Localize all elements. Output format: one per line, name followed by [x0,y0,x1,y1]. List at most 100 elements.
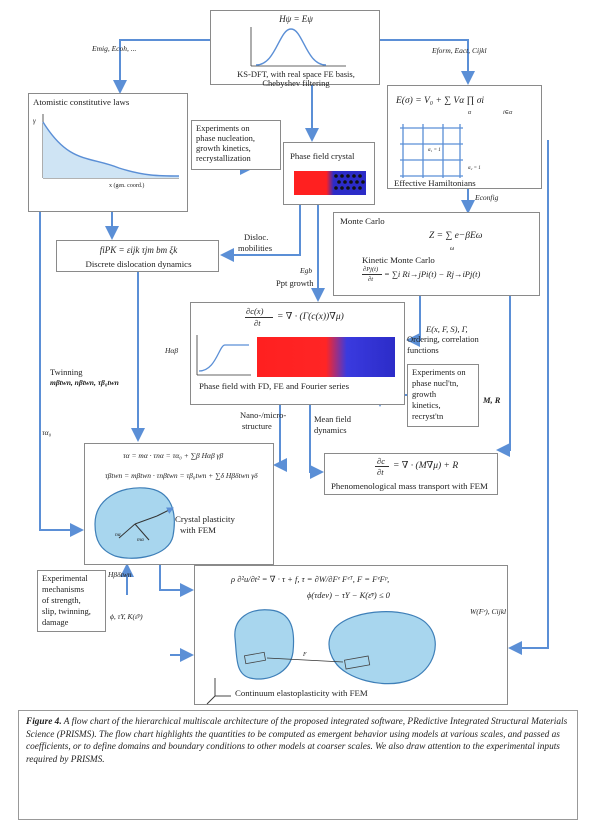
label-mean-2: dynamics [314,425,347,435]
gamma-curve-plot [42,114,180,179]
mc-equation: Z = ∑ e−βEω [429,231,483,241]
label-m-r: M, R [483,395,501,405]
cp-grain-drawing [94,487,175,559]
pf-gradient-image [257,337,395,377]
pf-lhs-bottom: ∂t [254,318,261,328]
experimental-mechanisms-box: Experimental mechanisms of strength, sli… [37,570,106,632]
exp-mech-line-4: slip, twinning, [42,606,91,616]
mass-equation: = ∇ · (M∇μ) + R [393,461,459,471]
label-e-config: Econfig [475,193,499,202]
dft-caption-2: Chebyshev filtering [262,78,330,88]
exp-phase-line-1: Experiments on [196,123,250,133]
label-twinning: Twinning [50,367,83,377]
continuum-vector-label: F [303,652,307,658]
crystal-plasticity-box: τα = mα · τnα = τα₀ + ∑β Hαβ γβ τβtwn = … [84,443,274,565]
continuum-eq-line-2: ϕ(τdev) − τY − K(ε̄ᵖ) ≤ 0 [307,590,390,600]
phase-field-crystal-box: Phase field crystal [283,142,375,205]
hamiltonian-prod-index: i∈α [503,110,513,116]
label-nano-2: structure [242,421,272,431]
kmc-lhs-bottom: ∂t [368,276,374,283]
arrow-pf-to-mass [309,405,324,479]
mc-sum-index: ω [450,246,455,252]
cp-vector-m: mα [137,537,144,543]
label-phi-tau: ϕ, τY, K(ε̄ᵖ) [110,612,143,621]
pfc-title: Phase field crystal [290,151,355,161]
continuum-box: ρ ∂²u/∂t² = ∇ · τ + f, τ = ∂W/∂Fᵉ Fᵉᵀ, F… [194,565,508,705]
arrow-pfc-to-disloc [220,205,301,262]
experiments-nucl-box: Experiments on phase nucl'tn, growth kin… [407,364,479,427]
lattice-grid [400,124,463,178]
mc-title: Monte Carlo [340,216,385,226]
cp-eq-line-1: τα = mα · τnα = τα₀ + ∑β Hαβ γβ [123,451,224,460]
exp-phase-line-2: phase nucleation, [196,133,256,143]
label-disloc-mob-1: Disloc. [244,232,269,242]
exp-nucl-line-3: growth [412,389,437,399]
cp-vector-n: nα [115,532,121,538]
mass-caption: Phenomenological mass transport with FEM [331,481,488,491]
label-tau-a0: τα₀ [42,428,52,437]
arrow-dft-to-hamiltonian [380,39,475,85]
cp-eq-line-2: τβtwn = mβtwn · τnβtwn = τβ₀twn + ∑δ Hβδ… [105,471,258,480]
kmc-title: Kinetic Monte Carlo [362,255,435,265]
atomistic-title: Atomistic constitutive laws [33,97,130,107]
label-ordering-2: Ordering, correlation [407,334,479,344]
label-e-mig: Emig, Ecoh, ... [92,44,137,53]
mass-lhs-top: ∂c [377,456,385,466]
hamiltonian-cluster-a: α₁ = 1 [428,148,441,153]
continuum-eq-line-1: ρ ∂²u/∂t² = ∇ · τ + f, τ = ∂W/∂Fᵉ Fᵉᵀ, F… [231,574,390,584]
exp-nucl-line-5: recryst'tn [412,411,444,421]
cp-caption-2: with FEM [180,525,216,535]
caption-label: Figure 4. [26,717,62,727]
phase-field-box: ∂c(x) ∂t = ∇ · (Γ(c(x))∇μ) Phase field w… [190,302,405,405]
atomistic-y-axis: γ [33,117,36,125]
exp-mech-line-2: mechanisms [42,584,85,594]
label-h-ab: Hαβ [165,346,179,355]
monte-carlo-box: Monte Carlo Z = ∑ e−βEω ω Kinetic Monte … [333,212,540,296]
disloc-caption: Discrete dislocation dynamics [85,259,192,269]
kmc-lhs-top: ∂Pj(t) [363,266,379,273]
label-ppt-growth: Ppt growth [276,278,314,288]
schrodinger-equation: Hψ = Eψ [279,14,313,24]
label-e-gb: Egb [300,266,313,275]
wavefunction-plot [250,27,346,67]
exp-mech-line-1: Experimental [42,573,88,583]
atomistic-box: Atomistic constitutive laws γ x (gen. co… [28,93,188,212]
figure-caption: Figure 4. A flow chart of the hierarchic… [18,710,578,820]
continuum-grains-drawing [206,609,436,705]
hamiltonian-caption: Effective Hamiltonians [394,178,476,188]
arrow-dft-to-atomistic [113,39,210,94]
label-disloc-mob-2: mobilities [238,243,272,253]
dft-caption-1: KS-DFT, with real space FE basis, [237,69,355,79]
arrow-atomistic-to-cp [39,123,84,537]
kmc-equation: = ∑i Ri→jPi(t) − Rj→iPj(t) [384,269,481,279]
exp-nucl-line-4: kinetics, [412,400,441,410]
experiments-phase-box: Experiments on phase nucleation, growth … [191,120,281,170]
pf-lhs-top: ∂c(x) [246,306,264,316]
exp-nucl-line-1: Experiments on [412,367,466,377]
label-h-bd: Hβδtwn [108,570,132,579]
label-ordering-3: functions [407,345,439,355]
hamiltonian-sum-index: α [468,110,472,116]
hamiltonian-box: E(σ) = V₀ + ∑ Vα ∏ σi α i∈α α₁ = 1 α₂ = … [387,85,542,189]
label-ordering-1: E(x, F, S), Γ, [426,324,468,334]
exp-mech-line-3: of strength, [42,595,81,605]
arrow-cp-to-continuum [159,565,194,597]
arrow-mc-to-phasefield [406,296,421,347]
cp-caption-1: Crystal plasticity [175,514,235,524]
label-twin-vec: mβtwn, nβtwn, τβ₀twn [50,378,119,387]
arrow-hamiltonian-to-mc [440,187,475,214]
pf-sigmoid-plot [196,335,251,376]
caption-text: A flow chart of the hierarchical multisc… [26,717,568,765]
arrow-pf-to-cp [273,405,287,472]
atomistic-x-axis: x (gen. coord.) [109,183,145,189]
label-e-form: Eform, Eact, Cijkl [432,46,487,55]
arrow-mc-to-mass [496,296,511,457]
hamiltonian-equation: E(σ) = V₀ + ∑ Vα ∏ σi [396,96,485,106]
continuum-caption: Continuum elastoplasticity with FEM [235,688,368,698]
label-w-fe: W(Fᵉ), Cijkl [470,607,507,616]
arrow-ham-to-continuum [508,140,549,655]
exp-mech-line-5: damage [42,617,69,627]
pf-caption: Phase field with FD, FE and Fourier seri… [199,381,350,391]
label-mean-1: Mean field [314,414,352,424]
